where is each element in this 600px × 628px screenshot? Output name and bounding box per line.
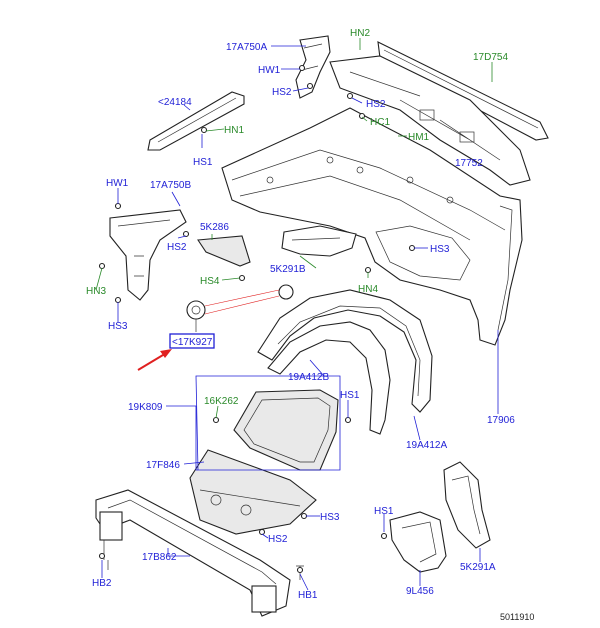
label-hs1-bottom: HS1 (374, 506, 394, 517)
label-hs2-bottom: HS2 (268, 534, 288, 545)
label-5k291a: 5K291A (460, 562, 496, 573)
part-17b862-beam (95, 489, 304, 617)
label-hs1-top: HS1 (193, 157, 213, 168)
label-hb1: HB1 (298, 590, 318, 601)
part-17a750b-bracket (109, 209, 187, 301)
part-17d754-beam (377, 41, 549, 141)
part-17752-bracket (329, 55, 531, 186)
label-hs3-right: HS3 (430, 244, 450, 255)
leader-lines (95, 38, 499, 591)
label-17906: 17906 (487, 415, 515, 426)
highlight-arrow (137, 349, 172, 371)
label-19a412b: 19A412B (288, 372, 329, 383)
part-19a412b-trim (257, 289, 433, 413)
label-24184: <24184 (158, 97, 192, 108)
label-17a750a: 17A750A (226, 42, 267, 53)
label-5k291b: 5K291B (270, 264, 306, 275)
label-hn1: HN1 (224, 125, 244, 136)
part-17906-bumper-cover (221, 107, 523, 346)
label-19a412a: 19A412A (406, 440, 447, 451)
label-hs1-mid: HS1 (340, 390, 360, 401)
label-hs3-left: HS3 (108, 321, 128, 332)
part-19a412a-trim (267, 321, 391, 435)
part-19k809-panel (233, 389, 339, 471)
part-5k291a-bracket (443, 461, 491, 549)
highlight-box (169, 333, 215, 349)
fasteners (98, 64, 416, 574)
diagram-reference-number: 5011910 (500, 612, 534, 622)
label-hc1: HC1 (370, 117, 390, 128)
part-17k927-sensor (186, 284, 294, 332)
part-24184-strip (147, 91, 245, 151)
label-17f846: 17F846 (146, 460, 180, 471)
label-17d754: 17D754 (473, 52, 508, 63)
label-hw1-top: HW1 (258, 65, 281, 76)
label-hn3: HN3 (86, 286, 106, 297)
label-17752: 17752 (455, 158, 483, 169)
label-hn2: HN2 (350, 28, 370, 39)
part-5k286-bracket (197, 235, 251, 267)
label-hm1: HM1 (408, 132, 430, 143)
label-17b862: 17B862 (142, 552, 177, 563)
label-16k262: 16K262 (204, 396, 239, 407)
label-hn4: HN4 (358, 284, 378, 295)
part-17f846-panel (189, 449, 317, 535)
label-hs3-bottom: HS3 (320, 512, 340, 523)
label-hs4: HS4 (200, 276, 220, 287)
label-hs2-left: HS2 (167, 242, 187, 253)
label-9l456: 9L456 (406, 586, 434, 597)
label-hs2-mid: HS2 (366, 99, 386, 110)
label-hb2: HB2 (92, 578, 112, 589)
label-5k286: 5K286 (200, 222, 229, 233)
label-17k927: <17K927 (172, 337, 213, 348)
label-19k809: 19K809 (128, 402, 163, 413)
label-hw1-left: HW1 (106, 178, 129, 189)
label-17a750b: 17A750B (150, 180, 191, 191)
part-9l456-bracket (389, 511, 447, 573)
part-5k291b-bracket (281, 225, 357, 257)
label-hs2-top: HS2 (272, 87, 292, 98)
